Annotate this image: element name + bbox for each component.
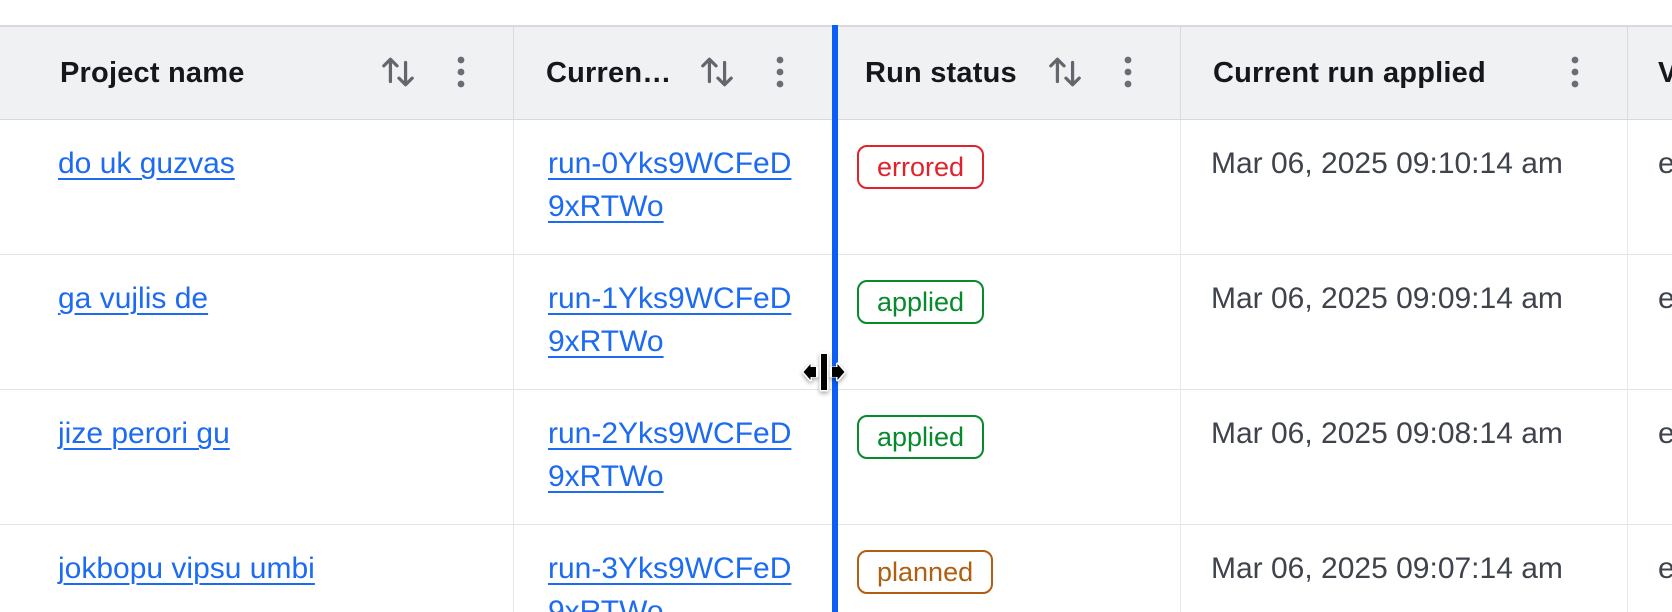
header-cell-clipped-right: V bbox=[1628, 27, 1672, 120]
run-status-cell: planned bbox=[833, 525, 1181, 612]
run-applied-cell: Mar 06, 2025 09:09:14 am bbox=[1181, 255, 1628, 390]
kebab-menu-icon bbox=[776, 56, 784, 91]
header-cell-current-run[interactable]: Curren… bbox=[514, 27, 833, 120]
project-name-cell: ga vujlis de bbox=[28, 255, 514, 390]
run-applied-cell: Mar 06, 2025 09:08:14 am bbox=[1181, 390, 1628, 525]
column-label-project-name: Project name bbox=[60, 56, 245, 89]
run-link[interactable]: run-0Yks9WCFeD9xRTWo bbox=[548, 147, 792, 223]
clipped-right-cell: e bbox=[1628, 255, 1672, 390]
run-link[interactable]: run-2Yks9WCFeD9xRTWo bbox=[548, 417, 792, 493]
project-name-cell: do uk guzvas bbox=[28, 120, 514, 255]
project-name-cell: jize perori gu bbox=[28, 390, 514, 525]
column-menu-button-project-name[interactable] bbox=[457, 56, 465, 91]
run-link[interactable]: run-1Yks9WCFeD9xRTWo bbox=[548, 282, 792, 358]
current-run-cell: run-2Yks9WCFeD9xRTWo bbox=[514, 390, 833, 525]
column-label-current-run: Curren… bbox=[546, 56, 672, 89]
sort-button-current-run[interactable] bbox=[698, 54, 736, 93]
status-badge: planned bbox=[857, 550, 994, 594]
project-link[interactable]: ga vujlis de bbox=[58, 282, 209, 315]
clipped-right-cell: e bbox=[1628, 120, 1672, 255]
run-applied-cell: Mar 06, 2025 09:10:14 am bbox=[1181, 120, 1628, 255]
column-label-clipped-right: V bbox=[1658, 57, 1672, 90]
clipped-right-cell: e bbox=[1628, 390, 1672, 525]
header-cell-current-run-applied[interactable]: Current run applied bbox=[1181, 27, 1628, 120]
current-run-cell: run-0Yks9WCFeD9xRTWo bbox=[514, 120, 833, 255]
header-cell-project-name[interactable]: Project name bbox=[28, 27, 514, 120]
status-badge: applied bbox=[857, 280, 985, 324]
column-menu-button-current-run-applied[interactable] bbox=[1571, 56, 1579, 91]
sort-button-project-name[interactable] bbox=[379, 54, 417, 93]
column-menu-button-current-run[interactable] bbox=[776, 56, 784, 91]
sort-arrows-icon bbox=[1046, 54, 1084, 93]
current-run-cell: run-1Yks9WCFeD9xRTWo bbox=[514, 255, 833, 390]
kebab-menu-icon bbox=[1571, 56, 1579, 91]
project-link[interactable]: jokbopu vipsu umbi bbox=[58, 552, 315, 585]
column-label-current-run-applied: Current run applied bbox=[1213, 56, 1486, 89]
column-resize-indicator[interactable] bbox=[832, 25, 838, 612]
projects-table: Project name bbox=[0, 25, 1672, 612]
run-applied-cell: Mar 06, 2025 09:07:14 am bbox=[1181, 525, 1628, 612]
header-cell-run-status[interactable]: Run status bbox=[833, 27, 1181, 120]
sort-button-run-status[interactable] bbox=[1046, 54, 1084, 93]
status-badge: applied bbox=[857, 415, 985, 459]
project-name-cell: jokbopu vipsu umbi bbox=[28, 525, 514, 612]
run-status-cell: applied bbox=[833, 390, 1181, 525]
project-link[interactable]: jize perori gu bbox=[58, 417, 230, 450]
kebab-menu-icon bbox=[1124, 56, 1132, 91]
column-menu-button-run-status[interactable] bbox=[1124, 56, 1132, 91]
run-link[interactable]: run-3Yks9WCFeD9xRTWo bbox=[548, 552, 792, 612]
sort-arrows-icon bbox=[379, 54, 417, 93]
run-status-cell: errored bbox=[833, 120, 1181, 255]
status-badge: errored bbox=[857, 145, 985, 189]
clipped-right-cell: e bbox=[1628, 525, 1672, 612]
sort-arrows-icon bbox=[698, 54, 736, 93]
kebab-menu-icon bbox=[457, 56, 465, 91]
column-label-run-status: Run status bbox=[865, 56, 1017, 89]
current-run-cell: run-3Yks9WCFeD9xRTWo bbox=[514, 525, 833, 612]
run-status-cell: applied bbox=[833, 255, 1181, 390]
project-link[interactable]: do uk guzvas bbox=[58, 147, 235, 180]
